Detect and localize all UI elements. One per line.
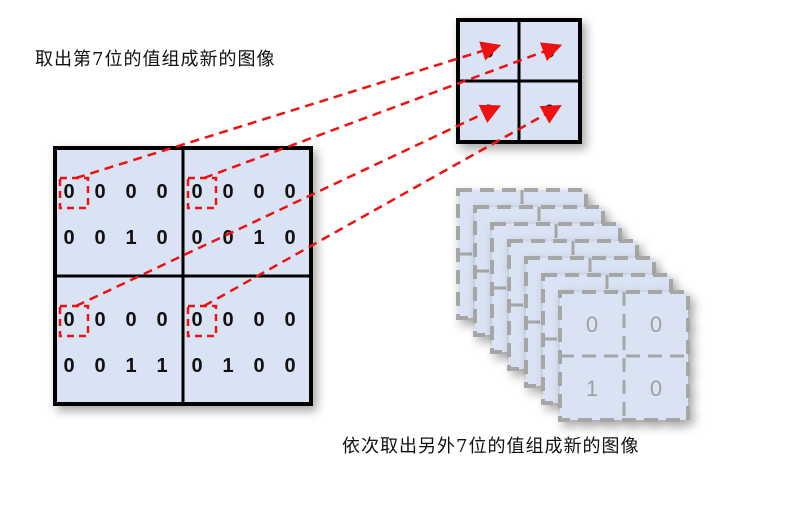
source-pixel-bit: 0: [63, 355, 74, 377]
mapping-arrow: [75, 104, 502, 308]
source-pixel-bit: 0: [284, 181, 295, 203]
source-pixel-bit: 0: [156, 309, 167, 331]
selected-bit-box: [186, 176, 218, 210]
source-pixel-bit: 0: [125, 181, 136, 203]
source-pixel-bit: 0: [94, 309, 105, 331]
caption-top: 取出第7位的值组成新的图像: [35, 49, 276, 70]
source-pixel-bit: 0: [284, 309, 295, 331]
source-pixel-bit: 0: [125, 309, 136, 331]
source-pixel-bit: 0: [253, 355, 264, 377]
bit-plane-value: 0: [586, 312, 598, 337]
source-pixel-bit: 0: [63, 309, 74, 331]
selected-bit-box: [58, 304, 90, 338]
caption-bottom: 依次取出另外7位的值组成新的图像: [342, 436, 640, 457]
source-pixel-bit: 0: [284, 355, 295, 377]
bit-plane-value: 0: [650, 376, 662, 401]
source-pixel-bit: 1: [125, 355, 136, 377]
source-pixel-bit: 0: [191, 227, 202, 249]
mapping-arrow: [75, 41, 502, 180]
source-pixel-bit: 0: [253, 309, 264, 331]
source-pixel-bit: 0: [156, 181, 167, 203]
source-pixel-bit: 0: [63, 181, 74, 203]
source-pixel-bit: 0: [191, 309, 202, 331]
source-pixel-bit: 0: [191, 181, 202, 203]
source-pixel-bit: 0: [191, 355, 202, 377]
bit-plane-value: 1: [586, 376, 598, 401]
bit-plane-border: [558, 290, 690, 422]
bit-plane-card: 0 0 1 0: [558, 290, 690, 422]
source-pixel-bit: 0: [222, 227, 233, 249]
source-pixel-bit: 0: [222, 181, 233, 203]
selected-bit-box: [186, 304, 218, 338]
bit-plane-value: 0: [650, 312, 662, 337]
source-pixel-bit: 0: [222, 309, 233, 331]
selected-bit-box: [58, 176, 90, 210]
source-pixel-bit: 0: [253, 181, 264, 203]
source-pixel-bit: 1: [156, 355, 167, 377]
arrows: [75, 41, 563, 308]
bit-plane-stack: 0 0 1 0: [456, 188, 690, 422]
source-pixel-bit: 1: [222, 355, 233, 377]
source-pixel-bit: 0: [94, 227, 105, 249]
mapping-arrow: [203, 105, 562, 308]
source-pixel-bit: 1: [125, 227, 136, 249]
mapping-arrow: [203, 42, 563, 180]
source-pixel-bit: 0: [94, 355, 105, 377]
source-pixel-bit: 1: [253, 227, 264, 249]
source-pixel-bit: 0: [156, 227, 167, 249]
source-pixel-bit: 0: [94, 181, 105, 203]
source-pixel-bit: 0: [284, 227, 295, 249]
source-pixel-bit: 0: [63, 227, 74, 249]
